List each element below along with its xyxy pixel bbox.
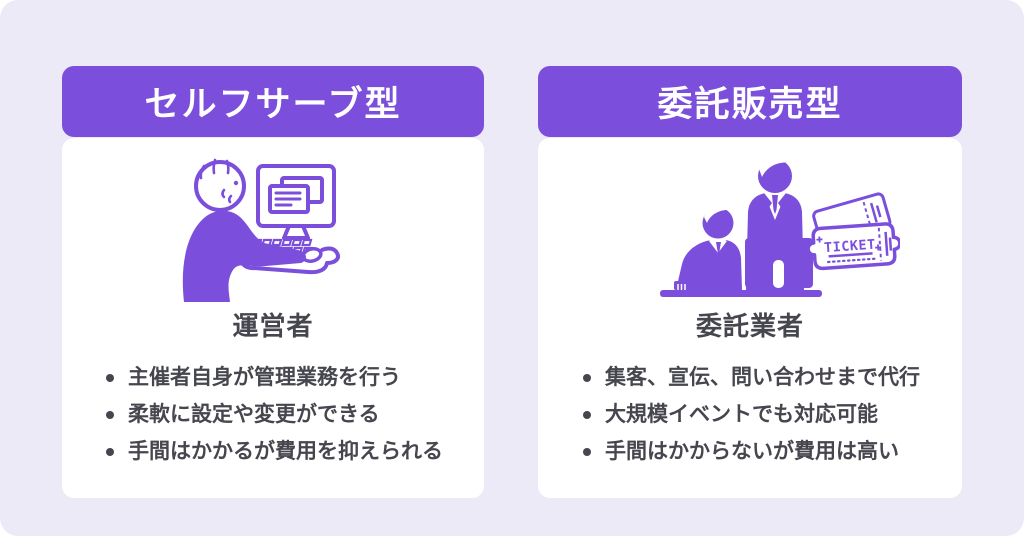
person-at-computer-icon (182, 158, 340, 302)
ticket-label: TICKET (824, 237, 877, 257)
card-self-serve: セルフサーブ型 (62, 66, 484, 498)
bullet-item: 主催者自身が管理業務を行う (103, 359, 443, 396)
card-consignment-body: TICKET 委託業者 集客、宣伝、問い合わせまで代行 (538, 138, 962, 498)
card-self-serve-title: セルフサーブ型 (144, 85, 402, 125)
bullet-item: 大規模イベントでも対応可能 (580, 396, 920, 433)
bullet-item: 手間はかかるが費用を抑えられる (103, 433, 443, 470)
card-self-serve-body: 運営者 主催者自身が管理業務を行う 柔軟に設定や変更ができる 手間はかかるが費用… (62, 138, 484, 498)
bullet-dot (106, 448, 114, 456)
bullet-item: 集客、宣伝、問い合わせまで代行 (580, 359, 920, 396)
tickets-shape: TICKET (806, 192, 900, 271)
card-self-serve-bullets: 主催者自身が管理業務を行う 柔軟に設定や変更ができる 手間はかかるが費用を抑えら… (103, 359, 443, 470)
card-consignment-bullets: 集客、宣伝、問い合わせまで代行 大規模イベントでも対応可能 手間はかからないが費… (580, 359, 920, 470)
desk-shape (660, 290, 822, 297)
bullet-item: 手間はかからないが費用は高い (580, 433, 920, 470)
seated-agent-shape (674, 205, 742, 290)
card-consignment-header: 委託販売型 (538, 66, 962, 137)
bullet-dot (106, 374, 114, 382)
agency-staff-with-tickets-icon: TICKET (660, 157, 900, 297)
agency-staff-illustration: TICKET (538, 150, 962, 302)
card-consignment: 委託販売型 (538, 66, 962, 498)
card-consignment-subtitle: 委託業者 (695, 312, 804, 342)
person-at-computer-illustration (62, 150, 484, 302)
bullet-dot (583, 374, 591, 382)
bullet-dot (106, 411, 114, 419)
person-body-shape (182, 210, 307, 302)
bullet-dot (583, 448, 591, 456)
card-consignment-title: 委託販売型 (657, 85, 843, 125)
bullet-dot (583, 411, 591, 419)
bullet-item: 柔軟に設定や変更ができる (103, 396, 443, 433)
card-self-serve-subtitle: 運営者 (232, 312, 314, 342)
card-self-serve-header: セルフサーブ型 (62, 66, 484, 137)
